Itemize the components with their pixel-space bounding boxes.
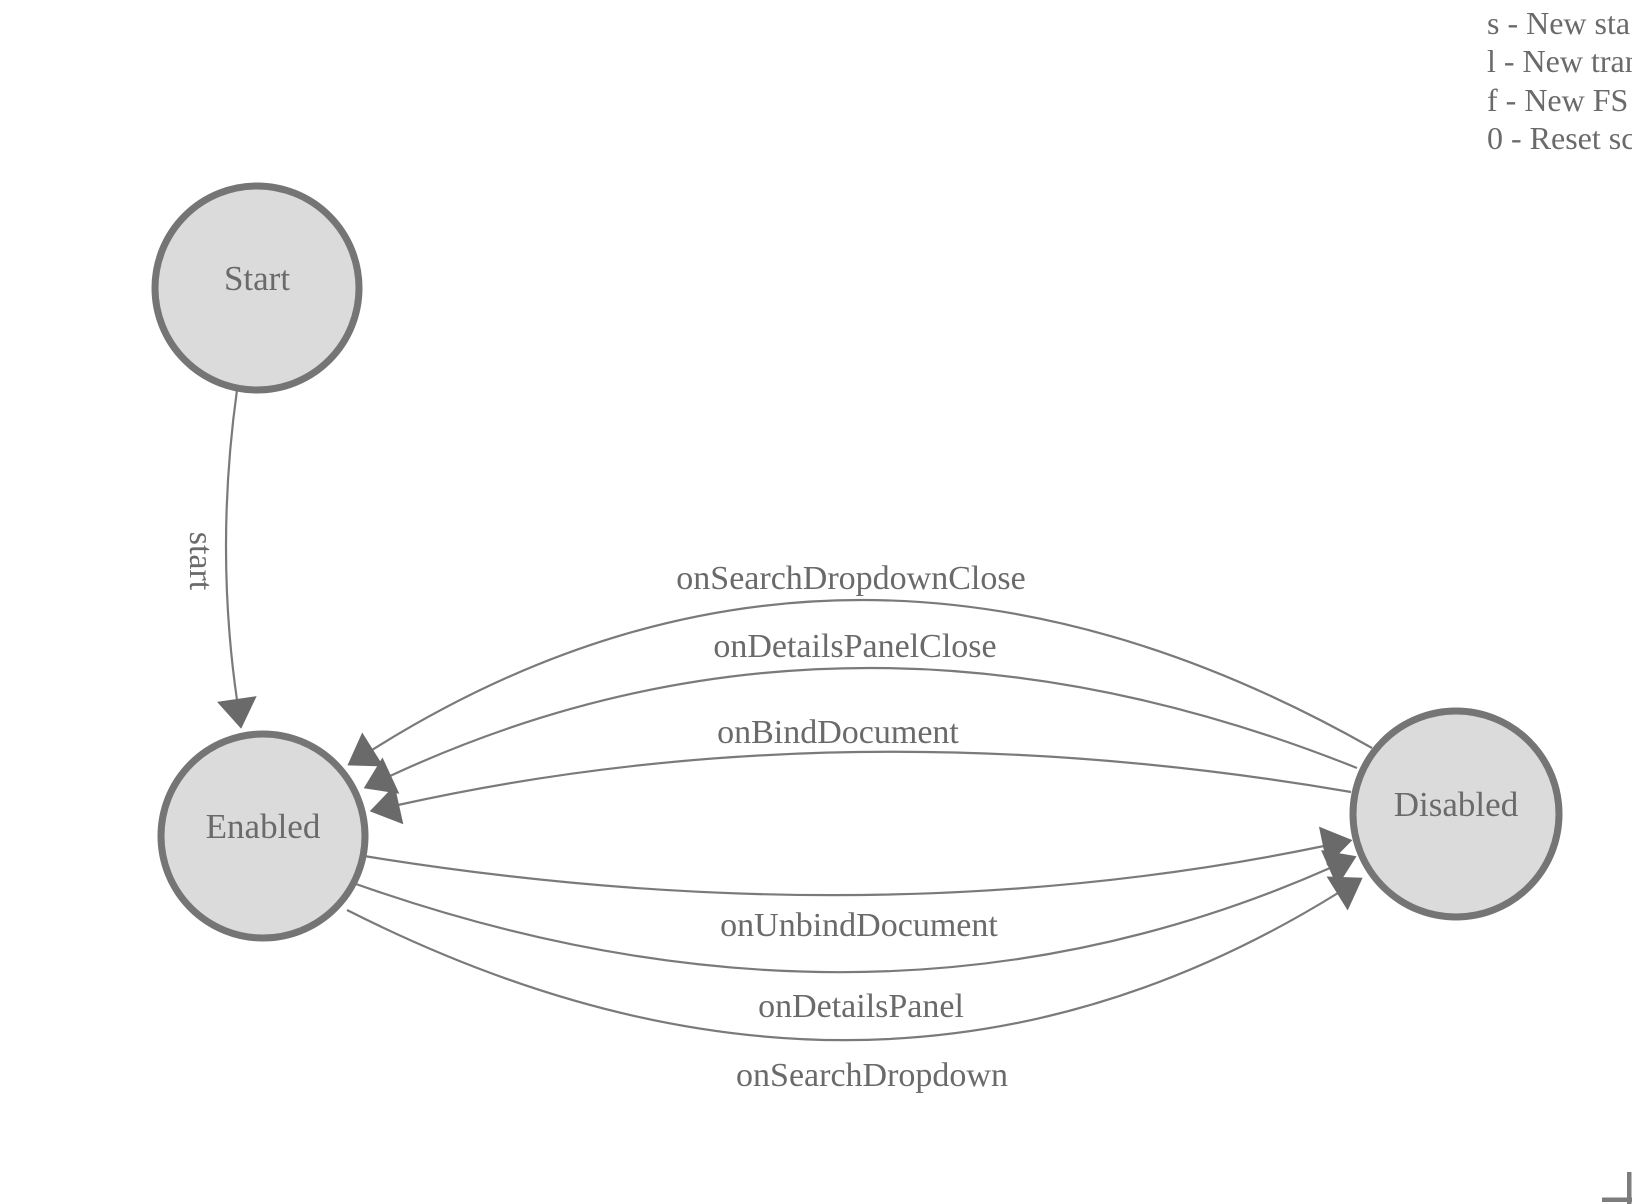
state-circle-enabled[interactable] bbox=[157, 730, 369, 942]
edge-label-start: start bbox=[182, 532, 219, 591]
edge-label-onSearchDropdownClose: onSearchDropdownClose bbox=[676, 560, 1025, 597]
edge-label-onDetailsPanelClose: onDetailsPanelClose bbox=[713, 628, 996, 665]
edge-label-onDetailsPanel: onDetailsPanel bbox=[758, 988, 964, 1025]
state-label-start: Start bbox=[224, 259, 290, 298]
edge-label-onBindDocument: onBindDocument bbox=[717, 714, 959, 751]
state-node-disabled[interactable]: Disabled bbox=[1349, 707, 1563, 921]
edge-label-onSearchDropdown: onSearchDropdown bbox=[736, 1057, 1008, 1094]
edge-onDetailsPanel[interactable] bbox=[355, 850, 1357, 974]
legend-line-new-state: s - New sta bbox=[1487, 5, 1631, 41]
edge-onBindDocument[interactable] bbox=[369, 750, 1352, 825]
edge-onSearchDropdownClose[interactable] bbox=[347, 598, 1373, 767]
edge-onDetailsPanelClose[interactable] bbox=[363, 666, 1358, 794]
state-label-disabled: Disabled bbox=[1394, 785, 1519, 824]
shortcut-legend: s - New sta l - New tran f - New FS 0 - … bbox=[1487, 4, 1632, 158]
state-circle-start[interactable] bbox=[151, 182, 363, 394]
state-node-start[interactable]: Start bbox=[151, 182, 363, 394]
state-label-enabled: Enabled bbox=[206, 807, 321, 846]
state-node-enabled[interactable]: Enabled bbox=[157, 730, 369, 942]
edge-onSearchDropdown[interactable] bbox=[346, 876, 1363, 1042]
state-circle-disabled[interactable] bbox=[1349, 707, 1563, 921]
legend-line-new-fsm: f - New FS bbox=[1487, 81, 1629, 118]
edge-onUnbindDocument[interactable] bbox=[363, 826, 1353, 897]
legend-line-reset-scale: 0 - Reset sc bbox=[1487, 120, 1632, 157]
canvas-corner-bracket bbox=[1602, 1172, 1632, 1204]
edge-label-onUnbindDocument: onUnbindDocument bbox=[720, 907, 998, 944]
legend-line-new-transition: l - New tran bbox=[1487, 43, 1632, 80]
edge-start-to-enabled[interactable] bbox=[217, 389, 257, 729]
